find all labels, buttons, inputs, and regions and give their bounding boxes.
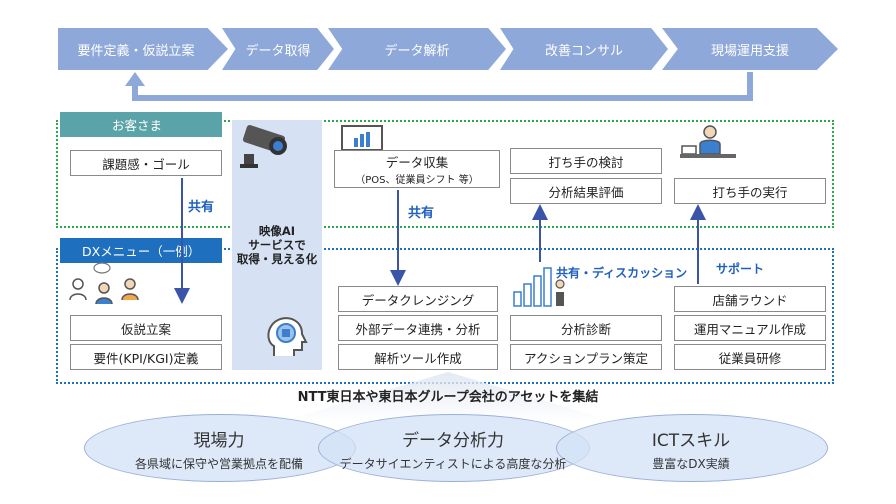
dx-menu-header: DXメニュー（一例）	[60, 238, 222, 263]
staff-at-desk-icon	[680, 125, 736, 158]
asset-ellipse-analysis	[318, 414, 590, 482]
asset-ellipse-ict	[556, 414, 828, 482]
support-label: サポート	[716, 262, 765, 276]
asset-ict-sub: 豊富なDX実績	[652, 457, 730, 471]
monitor-chart-icon	[341, 125, 383, 155]
manual-box: 運用マニュアル作成	[674, 315, 826, 341]
asset-field: 現場力 各県域に保守や営業拠点を配備	[84, 426, 354, 472]
connector-arrows	[174, 178, 706, 304]
issue-goal-box: 課題感・ゴール	[70, 150, 222, 176]
asset-analysis: データ分析力 データサイエンティストによる高度な分析	[318, 426, 588, 472]
analysis-tool-box: 解析ツール作成	[338, 344, 498, 370]
people-icon	[69, 262, 139, 305]
asset-ict: ICTスキル 豊富なDX実績	[556, 426, 826, 472]
result-eval-box: 分析結果評価	[510, 178, 662, 204]
execute-box: 打ち手の実行	[674, 178, 826, 204]
flow-step-field-support: 現場運用支援	[662, 28, 838, 70]
growth-chart-icon	[513, 267, 565, 307]
video-ai-line2: サービスで	[248, 238, 306, 252]
data-collection-sub: （POS、従業員シフト 等）	[355, 175, 479, 186]
flow-step-requirements: 要件定義・仮説立案	[58, 28, 228, 70]
customer-area	[56, 120, 834, 228]
video-ai-text: 映像AI サービスで 取得・見える化	[232, 224, 322, 266]
asset-analysis-sub: データサイエンティストによる高度な分析	[339, 457, 567, 471]
asset-field-sub: 各県域に保守や営業拠点を配備	[134, 457, 303, 471]
flow-step-data-analysis: データ解析	[328, 28, 506, 70]
assets-title: NTT東日本や東日本グループ会社のアセットを集結	[297, 390, 599, 405]
external-data-box: 外部データ連携・分析	[338, 315, 498, 341]
flow-step-improvement-consulting: 改善コンサル	[500, 28, 668, 70]
store-round-box: 店舗ラウンド	[674, 286, 826, 312]
share-label-middle: 共有	[408, 206, 435, 221]
video-ai-line3: 取得・見える化	[236, 252, 318, 266]
share-discuss-label: 共有・ディスカッション	[556, 266, 688, 280]
share-label-left: 共有	[188, 200, 215, 215]
cleansing-box: データクレンジング	[338, 286, 498, 312]
video-ai-line1: 映像AI	[258, 224, 296, 238]
ai-head-icon	[267, 317, 308, 356]
customer-header: お客さま	[60, 112, 222, 137]
feedback-loop-arrow	[125, 72, 753, 101]
action-plan-box: アクションプラン策定	[510, 344, 662, 370]
asset-field-title: 現場力	[193, 431, 245, 451]
requirements-box: 要件(KPI/KGI)定義	[70, 344, 222, 370]
data-collection-label: データ収集	[385, 155, 449, 170]
camera-icon	[240, 125, 287, 168]
asset-ellipse-field	[84, 414, 356, 482]
data-collection-box: データ収集 （POS、従業員シフト 等）	[334, 150, 500, 188]
plan-review-box: 打ち手の検討	[510, 148, 662, 174]
training-box: 従業員研修	[674, 344, 826, 370]
asset-analysis-title: データ分析力	[402, 431, 504, 451]
asset-ict-title: ICTスキル	[651, 431, 731, 451]
hypothesis-box: 仮説立案	[70, 315, 222, 341]
flow-step-data-acquisition: データ取得	[222, 28, 334, 70]
diagnosis-box: 分析診断	[510, 315, 662, 341]
